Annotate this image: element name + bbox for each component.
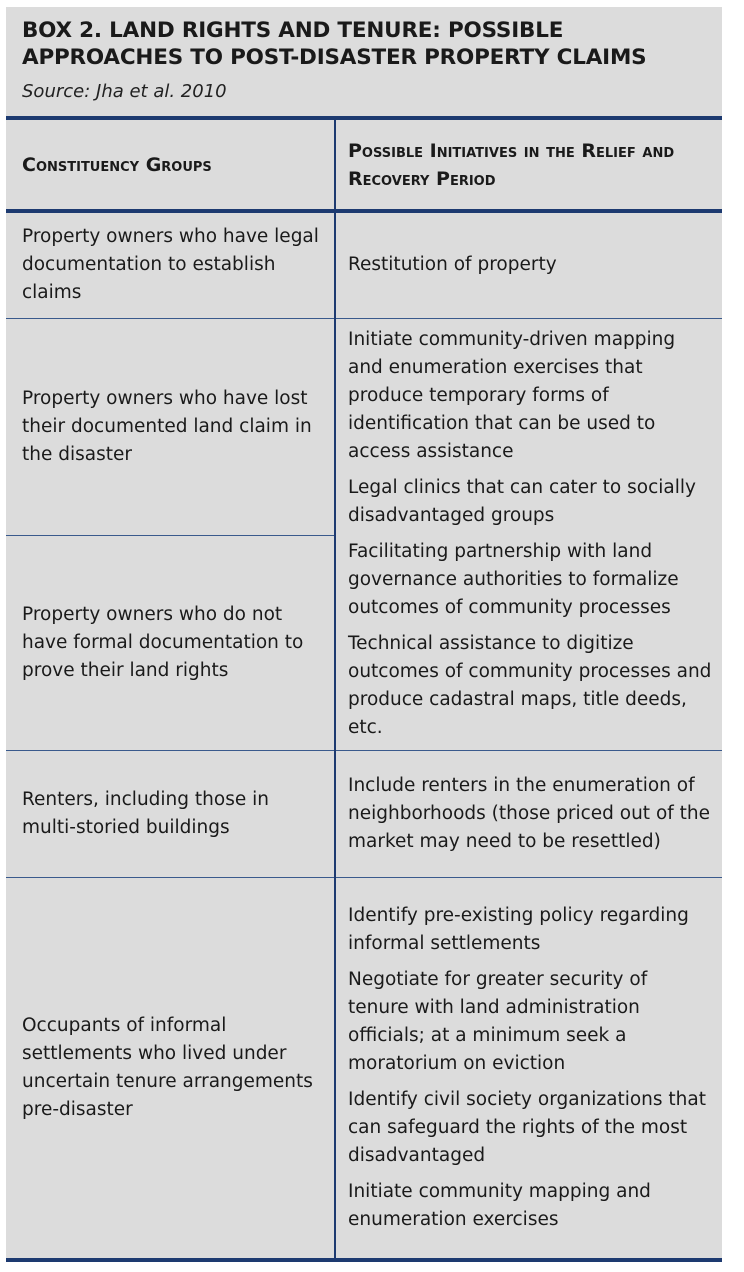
initiative-item: Initiate community mapping and enumerati… xyxy=(348,1180,651,1230)
initiative-item: Identify pre-existing policy regarding i… xyxy=(348,904,689,954)
source-citation: Source: Jha et al. 2010 xyxy=(22,81,227,102)
group-cell: Occupants of informal settlements who li… xyxy=(6,876,336,1262)
table-row: Occupants of informal settlements who li… xyxy=(6,876,722,1262)
initiative-cell-merged: Initiate community-driven mapping and en… xyxy=(335,317,722,750)
table-row: Property owners who have lost their docu… xyxy=(6,317,722,750)
initiative-item: Technical assistance to digitize outcome… xyxy=(348,633,712,738)
box-2-land-rights: BOX 2. LAND RIGHTS AND TENURE: POSSIBLE … xyxy=(6,7,722,1262)
column-header-initiatives: Possible Initiatives in the Relief and R… xyxy=(335,116,722,213)
table-row: Property owners who have legal documenta… xyxy=(6,210,722,318)
title-line-2: APPROACHES TO POST-DISASTER PROPERTY CLA… xyxy=(22,45,647,70)
group-cell: Property owners who do not have formal d… xyxy=(6,534,336,750)
initiative-item: Initiate community-driven mapping and en… xyxy=(348,329,676,462)
initiative-item: Include renters in the enumeration of ne… xyxy=(348,774,711,852)
group-cell: Property owners who have lost their docu… xyxy=(6,317,336,535)
initiative-cell: Include renters in the enumeration of ne… xyxy=(335,749,722,877)
initiative-item: Negotiate for greater security of tenure… xyxy=(348,968,648,1074)
initiative-item: Facilitating partnership with land gover… xyxy=(348,541,679,618)
initiative-item: Legal clinics that can cater to socially… xyxy=(348,477,696,526)
table-row: Property owners who do not have formal d… xyxy=(6,534,722,750)
table-header-row: Constituency Groups Possible Initiatives… xyxy=(6,116,722,213)
claims-table: Constituency Groups Possible Initiatives… xyxy=(6,116,722,1262)
group-cell: Renters, including those in multi-storie… xyxy=(6,749,336,877)
initiative-item: Identify civil society organizations tha… xyxy=(348,1088,706,1166)
box-title: BOX 2. LAND RIGHTS AND TENURE: POSSIBLE … xyxy=(22,17,647,71)
initiative-cell: Identify pre-existing policy regarding i… xyxy=(335,876,722,1262)
title-line-1: BOX 2. LAND RIGHTS AND TENURE: POSSIBLE xyxy=(22,18,564,43)
initiative-cell: Restitution of property xyxy=(335,210,722,318)
column-header-groups: Constituency Groups xyxy=(6,116,336,213)
table-row: Renters, including those in multi-storie… xyxy=(6,749,722,877)
initiative-item: Restitution of property xyxy=(348,254,557,276)
group-cell: Property owners who have legal documenta… xyxy=(6,210,336,318)
